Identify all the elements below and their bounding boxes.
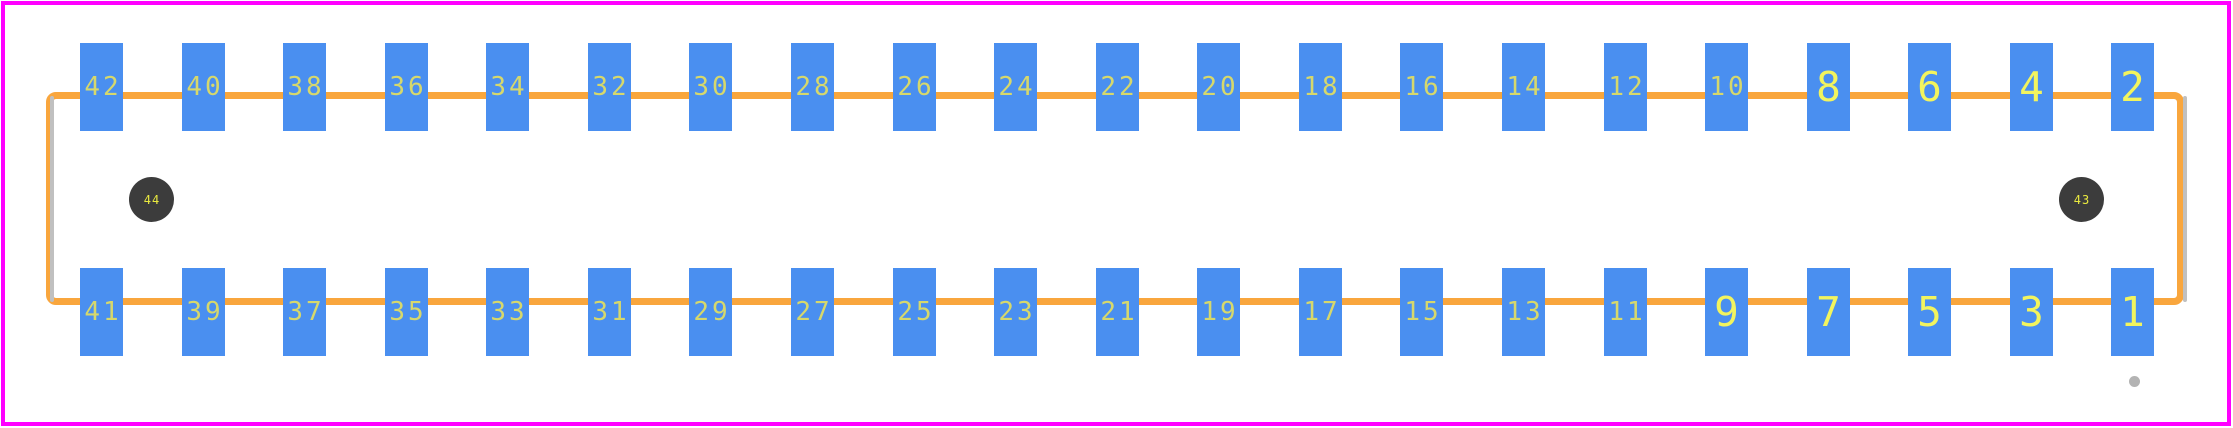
pad-41: 41	[80, 268, 123, 356]
pin-label: 31	[592, 297, 630, 327]
pin-label: 42	[84, 72, 122, 102]
pin-label: 5	[1917, 287, 1942, 336]
pin-label: 3	[2019, 287, 2044, 336]
pin-label: 12	[1608, 72, 1646, 102]
pad-19: 19	[1197, 268, 1240, 356]
pin-label: 30	[693, 72, 731, 102]
pin-label: 11	[1608, 297, 1646, 327]
mounting-hole-44: 44	[129, 177, 174, 222]
pad-6: 6	[1908, 43, 1951, 131]
pad-32: 32	[588, 43, 631, 131]
pad-1: 1	[2111, 268, 2154, 356]
pad-25: 25	[893, 268, 936, 356]
pad-22: 22	[1096, 43, 1139, 131]
pin-label: 1	[2120, 287, 2145, 336]
pad-30: 30	[689, 43, 732, 131]
pad-38: 38	[283, 43, 326, 131]
pad-33: 33	[486, 268, 529, 356]
pin-label: 4	[2019, 62, 2044, 111]
pin-label: 16	[1404, 72, 1442, 102]
pin-label: 28	[795, 72, 833, 102]
pad-28: 28	[791, 43, 834, 131]
pin-label: 8	[1816, 62, 1841, 111]
pad-34: 34	[486, 43, 529, 131]
pin-label: 27	[795, 297, 833, 327]
pin-label: 10	[1709, 72, 1747, 102]
pin-label: 15	[1404, 297, 1442, 327]
mounting-hole-43: 43	[2059, 177, 2104, 222]
pin-label: 18	[1303, 72, 1341, 102]
pin-label: 35	[389, 297, 427, 327]
pad-16: 16	[1400, 43, 1443, 131]
pin-label: 29	[693, 297, 731, 327]
pad-5: 5	[1908, 268, 1951, 356]
pin-label: 14	[1506, 72, 1544, 102]
pad-18: 18	[1299, 43, 1342, 131]
pad-4: 4	[2010, 43, 2053, 131]
pin-label: 13	[1506, 297, 1544, 327]
pin-label: 17	[1303, 297, 1341, 327]
pad-2: 2	[2111, 43, 2154, 131]
pin-label: 25	[897, 297, 935, 327]
pad-9: 9	[1705, 268, 1748, 356]
pad-35: 35	[385, 268, 428, 356]
pad-21: 21	[1096, 268, 1139, 356]
pad-14: 14	[1502, 43, 1545, 131]
pin-label: 34	[490, 72, 528, 102]
pin-label: 33	[490, 297, 528, 327]
pin-label: 32	[592, 72, 630, 102]
pad-11: 11	[1604, 268, 1647, 356]
hole-label: 43	[2073, 192, 2091, 207]
pin-label: 21	[1100, 297, 1138, 327]
pin-label: 41	[84, 297, 122, 327]
hole-label: 44	[143, 192, 161, 207]
pin-label: 39	[186, 297, 224, 327]
pin-label: 22	[1100, 72, 1138, 102]
silkscreen-line-left	[50, 96, 54, 302]
pad-36: 36	[385, 43, 428, 131]
pad-31: 31	[588, 268, 631, 356]
pin-label: 37	[287, 297, 325, 327]
pin-label: 7	[1816, 287, 1841, 336]
silkscreen-line-right	[2183, 96, 2187, 302]
pad-13: 13	[1502, 268, 1545, 356]
pad-20: 20	[1197, 43, 1240, 131]
pad-12: 12	[1604, 43, 1647, 131]
pad-17: 17	[1299, 268, 1342, 356]
pad-10: 10	[1705, 43, 1748, 131]
pad-40: 40	[182, 43, 225, 131]
pad-8: 8	[1807, 43, 1850, 131]
pin-label: 36	[389, 72, 427, 102]
pad-29: 29	[689, 268, 732, 356]
pad-7: 7	[1807, 268, 1850, 356]
pad-23: 23	[994, 268, 1037, 356]
pin-label: 2	[2120, 62, 2145, 111]
pin-label: 24	[998, 72, 1036, 102]
pin-label: 26	[897, 72, 935, 102]
pad-24: 24	[994, 43, 1037, 131]
pin-label: 6	[1917, 62, 1942, 111]
pin-label: 23	[998, 297, 1036, 327]
pin-label: 40	[186, 72, 224, 102]
pad-42: 42	[80, 43, 123, 131]
pad-39: 39	[182, 268, 225, 356]
pad-3: 3	[2010, 268, 2053, 356]
pad-27: 27	[791, 268, 834, 356]
pad-26: 26	[893, 43, 936, 131]
pin-label: 20	[1201, 72, 1239, 102]
pad-15: 15	[1400, 268, 1443, 356]
fiducial-dot	[2129, 376, 2140, 387]
pin-label: 38	[287, 72, 325, 102]
pad-37: 37	[283, 268, 326, 356]
pin-label: 9	[1714, 287, 1739, 336]
pin-label: 19	[1201, 297, 1239, 327]
